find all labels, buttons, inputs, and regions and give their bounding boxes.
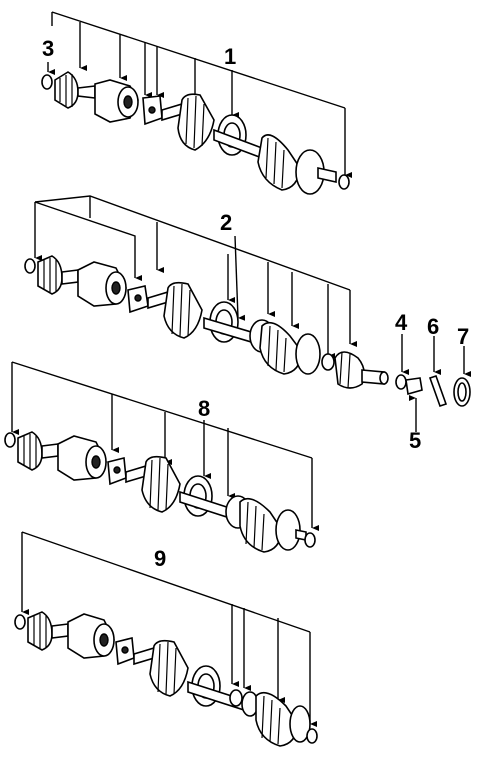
axle-assembly-8 xyxy=(4,361,319,553)
callout-5: 5 xyxy=(409,428,421,453)
callout-7: 7 xyxy=(457,324,469,349)
callout-8: 8 xyxy=(198,396,210,421)
part-nut-5 xyxy=(405,377,423,396)
callout-9: 9 xyxy=(154,546,166,571)
loose-parts-group xyxy=(395,334,471,432)
part-cotter-pin-6 xyxy=(428,374,448,408)
axle-assembly-1 xyxy=(41,11,352,195)
callout-1: 1 xyxy=(224,44,236,69)
callout-6: 6 xyxy=(427,314,439,339)
callout-3: 3 xyxy=(42,36,54,61)
axle-assembly-9 xyxy=(14,531,318,747)
callout-2: 2 xyxy=(220,210,232,235)
callout-4: 4 xyxy=(395,310,408,335)
part-washer-4 xyxy=(395,374,407,390)
axle-assembly-2 xyxy=(24,195,389,389)
